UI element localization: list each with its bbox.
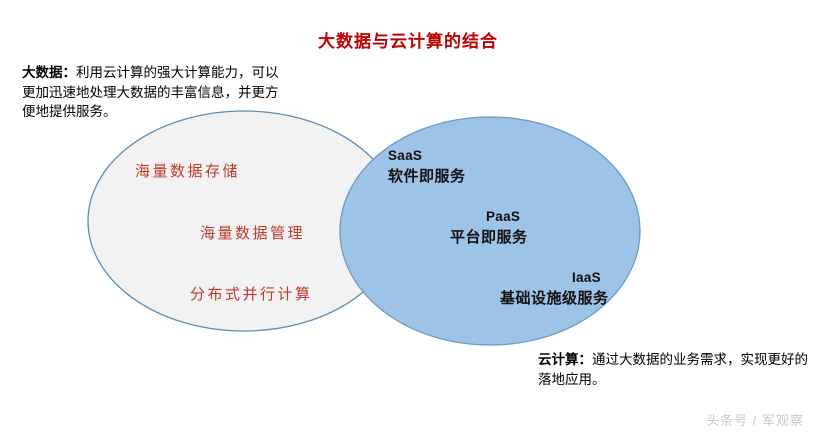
right-ellipse-cloud <box>339 116 641 346</box>
saas-cn-label: 软件即服务 <box>388 168 466 185</box>
paas-en-label: PaaS <box>486 209 521 224</box>
callout-bigdata-lead: 大数据： <box>22 65 76 80</box>
left-ellipse-item-management: 海量数据管理 <box>200 225 306 242</box>
page-title: 大数据与云计算的结合 <box>318 32 498 51</box>
callout-cloud: 云计算：通过大数据的业务需求，实现更好的落地应用。 <box>538 350 814 389</box>
right-ellipse-item-saas: SaaS 软件即服务 <box>388 148 466 186</box>
iaas-cn-label: 基础设施级服务 <box>500 290 609 307</box>
saas-en-label: SaaS <box>388 148 423 163</box>
callout-bigdata: 大数据：利用云计算的强大计算能力，可以更加迅速地处理大数据的丰富信息，并更方便地… <box>22 63 284 122</box>
callout-bigdata-body: 利用云计算的强大计算能力，可以更加迅速地处理大数据的丰富信息，并更方便地提供服务… <box>22 65 279 119</box>
callout-cloud-body: 通过大数据的业务需求，实现更好的落地应用。 <box>538 352 808 387</box>
right-ellipse-item-paas: PaaS 平台即服务 <box>450 209 528 247</box>
iaas-en-label: IaaS <box>572 270 601 285</box>
paas-cn-label: 平台即服务 <box>450 229 528 246</box>
callout-cloud-lead: 云计算： <box>538 352 592 367</box>
watermark: 头条号 / 军观察 <box>706 413 804 428</box>
right-ellipse-item-iaas: IaaS 基础设施级服务 <box>500 270 609 308</box>
left-ellipse-item-distributed-computing: 分布式并行计算 <box>190 286 313 303</box>
left-ellipse-item-storage: 海量数据存储 <box>135 163 241 180</box>
